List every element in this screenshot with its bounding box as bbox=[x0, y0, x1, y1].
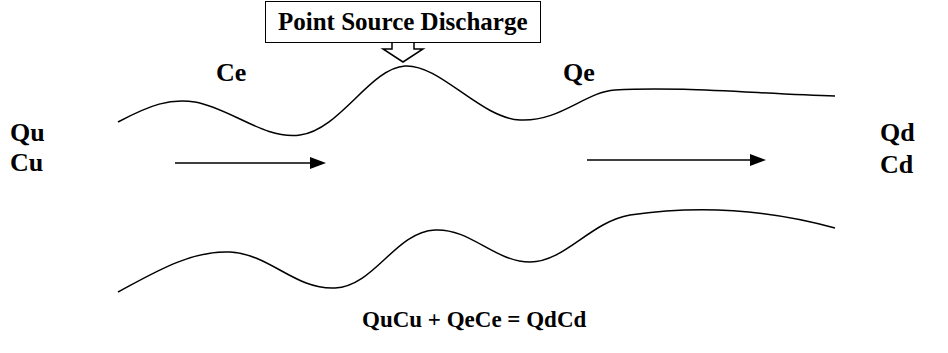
flow-arrow bbox=[587, 159, 752, 161]
flow-label: Qe bbox=[563, 58, 595, 88]
discharge-arrow bbox=[383, 42, 423, 62]
mass-balance-equation: QuCu + QeCe = QdCd bbox=[362, 305, 586, 335]
flow-label: Qd bbox=[880, 118, 915, 148]
source-label: Point Source Discharge bbox=[278, 6, 528, 38]
flow-label: Qu bbox=[10, 118, 45, 148]
concentration-label: Cd bbox=[880, 150, 913, 180]
source-box: Point Source Discharge bbox=[265, 1, 541, 43]
flow-arrowhead bbox=[750, 154, 766, 166]
flow-arrow bbox=[175, 162, 312, 164]
concentration-label: Ce bbox=[216, 58, 246, 88]
concentration-label: Cu bbox=[10, 148, 43, 178]
river-bank bbox=[118, 210, 835, 292]
flow-arrowhead bbox=[310, 157, 326, 169]
